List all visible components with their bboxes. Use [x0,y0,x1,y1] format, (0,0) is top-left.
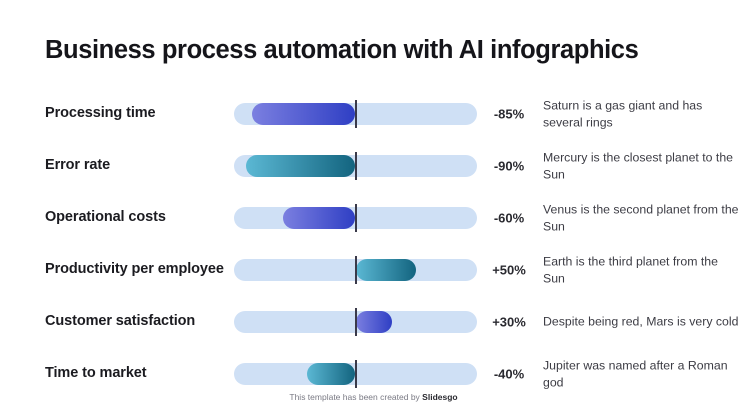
bar-fill [246,155,356,177]
metric-percentage: -60% [493,210,525,226]
metric-bar [234,256,477,284]
metric-row: Error rate -90% Mercury is the closest pla… [0,140,747,192]
metric-description: Earth is the third planet from the Sun [543,254,718,285]
metric-label: Operational costs [45,209,166,226]
metric-bar [234,204,477,232]
metric-label: Customer satisfaction [45,313,196,330]
bar-center-divider [355,360,357,388]
metric-row: Customer satisfaction +30% Despite being r… [0,296,747,348]
bar-center-divider [355,256,357,284]
metrics-list: Processing time -85% Saturn is a gas giant… [0,88,747,400]
metric-percentage: -90% [493,158,525,174]
bar-fill [282,207,356,229]
metric-row: Operational costs -60% Venus is the second… [0,192,747,244]
metric-row: Time to market -40% Jupiter was named afte… [0,348,747,400]
metric-description: Saturn is a gas giant and has several ri… [543,98,703,129]
metric-description: Venus is the second planet from the Sun [543,202,739,233]
metric-row: Productivity per employee +50% Earth is th… [0,244,747,296]
bar-fill [355,311,392,333]
metric-description: Jupiter was named after a Roman god [543,358,728,389]
bar-fill [355,259,417,281]
metric-percentage: +50% [492,262,526,278]
metric-percentage: -85% [493,106,525,122]
metric-label: Error rate [45,157,111,174]
bar-fill [306,363,356,385]
footer-credit-text: This template has been created by [289,392,423,402]
metric-bar [234,152,477,180]
metric-percentage: +30% [492,314,526,330]
footer-credit: This template has been created by Slides… [0,392,747,402]
metric-label: Productivity per employee [45,261,224,278]
metric-description: Mercury is the closest planet to the Sun [543,150,734,181]
bar-center-divider [355,100,357,128]
bar-fill [252,103,356,125]
metric-bar [234,360,477,388]
metric-bar [234,100,477,128]
metric-percentage: -40% [493,366,525,382]
metric-label: Processing time [45,105,156,122]
metric-row: Processing time -85% Saturn is a gas giant… [0,88,747,140]
metric-bar [234,308,477,336]
bar-center-divider [355,152,357,180]
page-title: Business process automation with AI info… [45,36,639,64]
bar-center-divider [355,308,357,336]
metric-label: Time to market [45,365,147,382]
bar-center-divider [355,204,357,232]
metric-description: Despite being red, Mars is very cold [543,314,739,329]
footer-brand: Slidesgo [422,392,458,402]
